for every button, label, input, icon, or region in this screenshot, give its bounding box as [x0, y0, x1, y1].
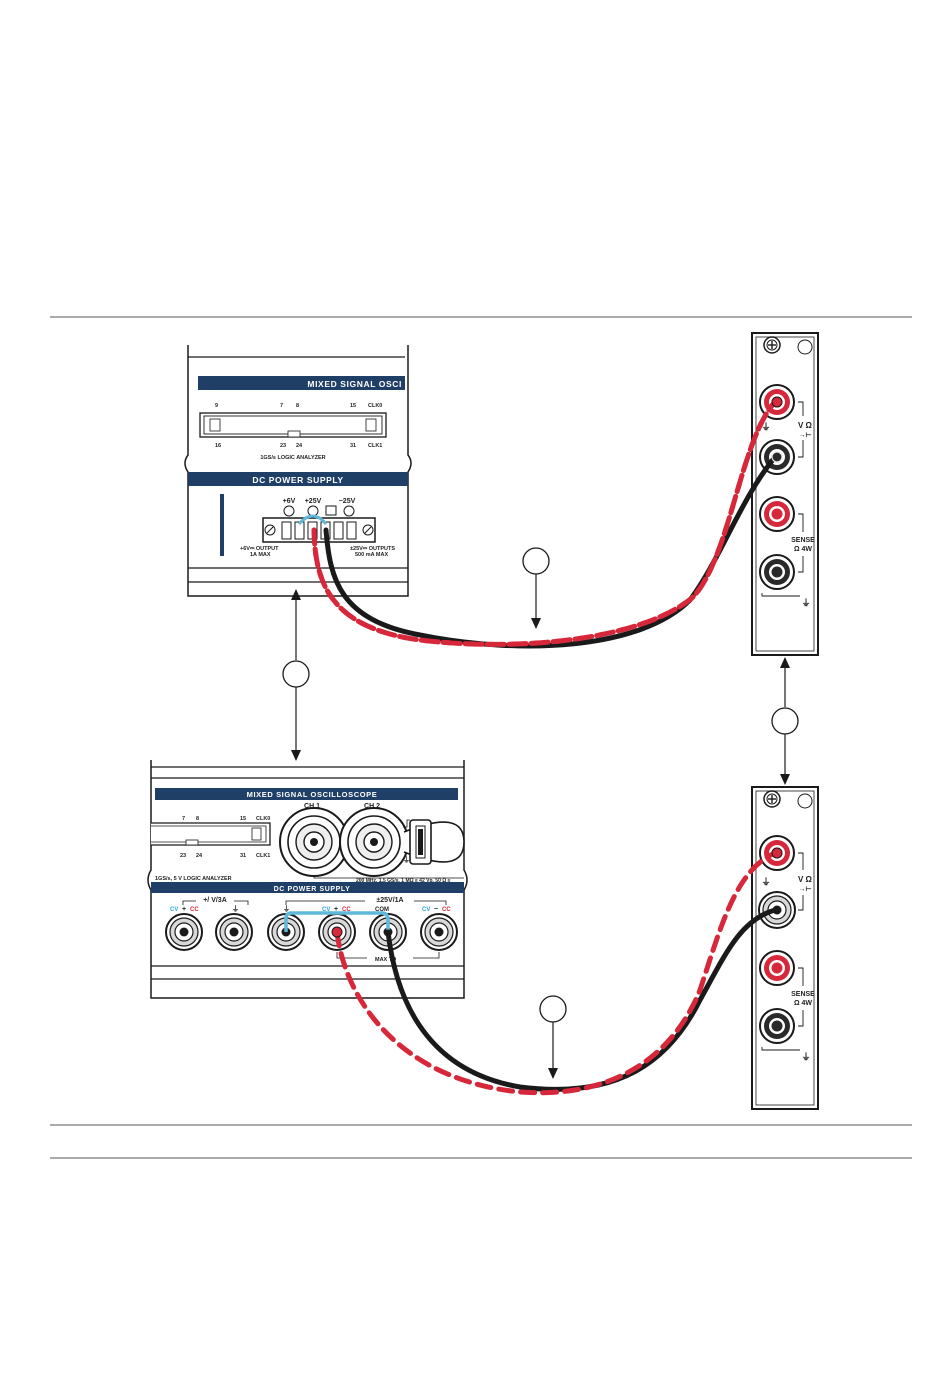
- svg-text:⏚: ⏚: [801, 598, 810, 608]
- svg-text:200 MHz, 1.5 GS/s, 1 MΩ ≤ 42 V: 200 MHz, 1.5 GS/s, 1 MΩ ≤ 42 Vp, 50 Ω ≤: [356, 878, 451, 884]
- svg-text:⏚: ⏚: [232, 905, 239, 913]
- svg-text:CV: CV: [322, 907, 330, 913]
- svg-text:Ω 4W: Ω 4W: [794, 546, 812, 553]
- svg-text:8: 8: [296, 403, 299, 409]
- svg-text:23: 23: [180, 853, 186, 859]
- dmm-sense-hi-jack: [759, 496, 795, 532]
- ps-terminal-1: [165, 913, 203, 951]
- top-side-stripe: [220, 494, 224, 556]
- svg-text:1A MAX: 1A MAX: [250, 552, 271, 558]
- svg-text:CLK0: CLK0: [368, 403, 382, 409]
- svg-text:500 mA MAX: 500 mA MAX: [355, 552, 388, 558]
- svg-text:+25V: +25V: [305, 498, 322, 505]
- svg-text:9: 9: [215, 403, 218, 409]
- top-twisted-cable: [311, 399, 778, 649]
- top-dmm-module: V Ω →⊢ ⏚ SENSE Ω 4W ⏚: [751, 332, 819, 656]
- svg-text:V Ω: V Ω: [798, 421, 813, 430]
- ch2-bnc-connector: [339, 807, 409, 877]
- svg-text:SENSE: SENSE: [791, 991, 815, 998]
- bottom-dmm-module: V Ω →⊢ ⏚ SENSE Ω 4W ⏚: [751, 786, 819, 1110]
- svg-text:V Ω: V Ω: [798, 875, 813, 884]
- svg-text:⏚: ⏚: [403, 856, 410, 864]
- svg-text:±25V/1A: ±25V/1A: [376, 897, 403, 904]
- svg-text:7: 7: [182, 816, 185, 822]
- svg-text:31: 31: [240, 853, 246, 859]
- svg-text:CC: CC: [442, 907, 451, 913]
- svg-text:±25V⎓ OUTPUTS: ±25V⎓ OUTPUTS: [350, 546, 395, 552]
- top-device-banner: [198, 376, 405, 390]
- dmm-sense-lo-jack: [759, 1008, 795, 1044]
- svg-text:24: 24: [296, 443, 303, 449]
- bottom-device-panel: MIXED SIGNAL OSCILLOSCOPE 7 8 15 CLK0 23…: [147, 760, 468, 999]
- svg-text:SENSE: SENSE: [791, 537, 815, 544]
- svg-text:CLK1: CLK1: [256, 853, 270, 859]
- ps-terminal-6: [420, 913, 458, 951]
- svg-text:⏚: ⏚: [801, 1052, 810, 1062]
- svg-text:MAX TO: MAX TO: [375, 957, 397, 963]
- svg-text:⏚: ⏚: [283, 905, 290, 913]
- top-power-supply-banner: [188, 472, 408, 486]
- svg-text:23: 23: [280, 443, 286, 449]
- svg-text:+/ V/3A: +/ V/3A: [203, 897, 227, 904]
- svg-text:8: 8: [196, 816, 199, 822]
- svg-text:⏚: ⏚: [761, 422, 770, 432]
- svg-text:CLK0: CLK0: [256, 816, 270, 822]
- svg-text:7: 7: [280, 403, 283, 409]
- bottom-device-banner: [155, 788, 458, 800]
- bottom-device-title: MIXED SIGNAL OSCILLOSCOPE: [247, 790, 378, 799]
- svg-text:−: −: [434, 906, 438, 913]
- svg-text:−25V: −25V: [339, 498, 356, 505]
- bottom-power-supply-title: DC POWER SUPPLY: [274, 886, 351, 893]
- svg-text:16: 16: [215, 443, 221, 449]
- svg-text:1GS/s, 5 V LOGIC ANALYZER: 1GS/s, 5 V LOGIC ANALYZER: [155, 876, 232, 882]
- jumper-wire: [284, 911, 390, 932]
- svg-text:Ω 4W: Ω 4W: [794, 1000, 812, 1007]
- callout-bottom-cable: [539, 995, 567, 1079]
- svg-text:CC: CC: [190, 907, 199, 913]
- top-device-title: MIXED SIGNAL OSCI: [307, 379, 402, 389]
- top-device-panel: MIXED SIGNAL OSCI 9 7 8 15 CLK0 16 23 24…: [184, 345, 412, 597]
- svg-text:24: 24: [196, 853, 203, 859]
- svg-text:CH 2: CH 2: [364, 803, 380, 810]
- svg-text:CH 1: CH 1: [304, 803, 320, 810]
- top-logic-connector: 9 7 8 15 CLK0 16 23 24 31 CLK1 1GS/s LOG…: [199, 403, 387, 461]
- svg-text:15: 15: [350, 403, 356, 409]
- bottom-twisted-cable: [334, 850, 778, 1096]
- bottom-power-supply-banner: [151, 882, 464, 893]
- svg-text:CV: CV: [170, 907, 178, 913]
- svg-text:CC: CC: [342, 907, 351, 913]
- svg-text:→⊢: →⊢: [798, 885, 811, 893]
- ps-terminal-2: [215, 913, 253, 951]
- svg-text:⏚: ⏚: [761, 877, 770, 887]
- svg-text:CV: CV: [422, 907, 430, 913]
- svg-text:15: 15: [240, 816, 246, 822]
- svg-text:1GS/s LOGIC ANALYZER: 1GS/s LOGIC ANALYZER: [260, 455, 325, 461]
- svg-text:+: +: [334, 906, 338, 913]
- ch1-bnc-connector: [279, 807, 349, 877]
- callout-top-cable: [522, 547, 550, 629]
- callout-devices-arrow: [282, 589, 310, 761]
- svg-text:COM: COM: [375, 907, 389, 913]
- svg-text:CLK1: CLK1: [368, 443, 382, 449]
- svg-text:31: 31: [350, 443, 356, 449]
- top-power-supply-title: DC POWER SUPPLY: [252, 475, 343, 485]
- svg-text:+6V⎓ OUTPUT: +6V⎓ OUTPUT: [240, 546, 279, 552]
- callout-dmm-arrow: [771, 657, 799, 785]
- svg-text:+: +: [182, 906, 186, 913]
- svg-text:+6V: +6V: [283, 498, 296, 505]
- dmm-sense-hi-jack: [759, 950, 795, 986]
- dmm-sense-lo-jack: [759, 554, 795, 590]
- svg-text:→⊢: →⊢: [798, 431, 811, 439]
- bottom-logic-connector: 7 8 15 CLK0 23 24 31 CLK1: [151, 816, 271, 859]
